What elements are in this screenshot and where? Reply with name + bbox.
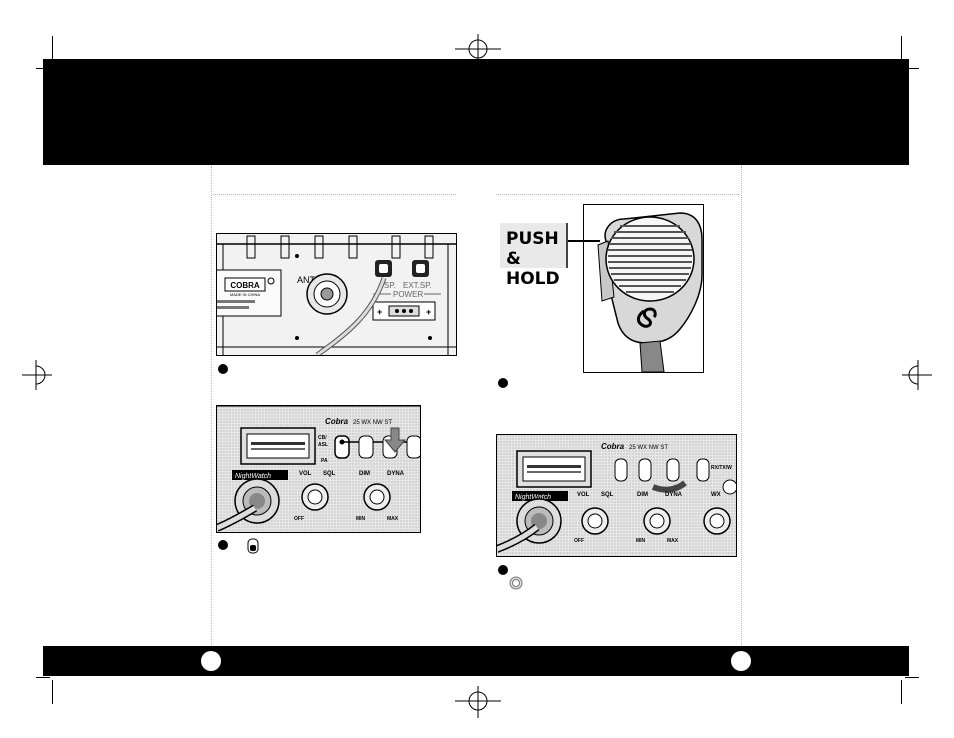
rear-panel-figure: COBRA MADE IN CHINA ANT. SP. EXT.SP. POW… — [216, 233, 457, 356]
column-guide-left — [211, 166, 212, 646]
column-guide-right — [741, 166, 742, 646]
microphone-figure — [583, 204, 704, 373]
crop-mark-top-right-v — [901, 36, 902, 72]
push-hold-label: PUSH & HOLD — [506, 229, 560, 289]
front-right-rx-label: RX/TX/W — [711, 465, 732, 471]
front-right-dyna-label: DYNA — [665, 492, 683, 498]
front-right-off-label: OFF — [574, 538, 584, 544]
crop-mark-bottom-right-v — [901, 680, 902, 704]
crop-mark-bottom-left-h — [36, 677, 50, 678]
crop-mark-top-left-v — [52, 36, 53, 72]
header-band — [43, 59, 909, 165]
registration-mark-left — [22, 360, 52, 390]
front-left-off-label: OFF — [294, 516, 304, 522]
front-panel-left-drawing: Cobra 25 WX NW ST CB/ ASL PA NightWatch … — [217, 406, 420, 532]
toggle-switch-icon — [247, 538, 259, 554]
crop-mark-bottom-left-v — [52, 680, 53, 704]
sp-label: SP. — [384, 281, 396, 290]
front-panel-right-drawing: Cobra 25 WX NW ST RX/TX/W NightWatch VOL… — [497, 435, 736, 556]
front-left-nightwatch: NightWatch — [235, 473, 271, 480]
page-number-left — [201, 651, 221, 671]
front-right-brand: Cobra — [601, 442, 625, 451]
crop-mark-top-right-h — [905, 68, 919, 69]
rear-panel-drawing: COBRA MADE IN CHINA ANT. SP. EXT.SP. POW… — [217, 234, 456, 355]
ant-label: ANT. — [297, 275, 317, 285]
front-right-wx-label: WX — [711, 492, 721, 498]
step-bullet-4 — [498, 565, 508, 575]
front-right-model: 25 WX NW ST — [629, 445, 668, 451]
front-left-sql-label: SQL — [323, 471, 336, 477]
svg-text:+: + — [377, 307, 382, 317]
step-bullet-3 — [218, 540, 228, 550]
knob-icon — [509, 576, 523, 590]
registration-mark-bottom — [455, 686, 501, 718]
step-bullet-2 — [498, 378, 508, 388]
front-left-dyna-label: DYNA — [387, 471, 405, 477]
front-left-dim-label: DIM — [359, 471, 370, 477]
front-right-sql-label: SQL — [601, 492, 614, 498]
front-right-nightwatch: NightWatch — [515, 494, 551, 501]
page-number-right — [731, 651, 751, 671]
power-label: POWER — [393, 290, 423, 299]
front-panel-right-figure: Cobra 25 WX NW ST RX/TX/W NightWatch VOL… — [496, 434, 737, 557]
cb-pa-top-label: CB/ — [318, 435, 327, 441]
microphone-drawing — [597, 212, 703, 372]
front-right-dim-label: DIM — [637, 492, 648, 498]
rear-brand-label: COBRA — [230, 281, 260, 290]
front-right-min-label: MIN — [636, 538, 646, 544]
push-hold-pointer — [568, 240, 600, 242]
footer-band — [43, 646, 909, 676]
front-left-brand: Cobra — [325, 417, 349, 426]
ext-sp-label: EXT.SP. — [403, 281, 432, 290]
front-right-vol-label: VOL — [577, 492, 590, 498]
svg-text:+: + — [426, 307, 431, 317]
cb-pa-mid-label: ASL — [318, 442, 328, 448]
push-hold-tag: PUSH & HOLD — [500, 223, 568, 289]
front-right-max-label: MAX — [667, 538, 679, 544]
step-bullet-1 — [218, 364, 228, 374]
front-left-vol-label: VOL — [299, 471, 312, 477]
registration-mark-right — [902, 360, 932, 390]
section-rule-right — [496, 194, 739, 195]
front-panel-left-figure: Cobra 25 WX NW ST CB/ ASL PA NightWatch … — [216, 405, 421, 533]
made-in-label: MADE IN CHINA — [230, 292, 261, 297]
front-left-min-label: MIN — [356, 516, 366, 522]
pa-label: PA — [321, 458, 328, 464]
section-rule-left — [213, 194, 456, 195]
crop-mark-bottom-right-h — [905, 677, 919, 678]
front-left-max-label: MAX — [387, 516, 399, 522]
front-left-model: 25 WX NW ST — [353, 420, 392, 426]
